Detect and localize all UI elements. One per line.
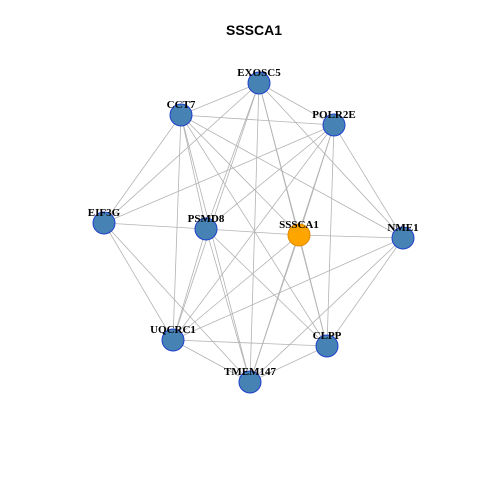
node-label: EXOSC5 [237,67,281,79]
node-cct7: CCT7 [167,99,196,127]
edge-cct7-eif3g [103,114,182,224]
edge-psmd8-clpp [205,228,328,347]
node-circle [92,211,116,235]
node-circle [169,103,193,127]
node-label: CCT7 [167,99,196,111]
node-psmd8: PSMD8 [188,213,225,241]
edge-sssca1-uqcrc1 [172,234,300,341]
node-eif3g: EIF3G [88,207,121,235]
node-sssca1: SSSCA1 [279,219,319,247]
node-circle [287,223,311,247]
node-label: POLR2E [312,109,355,121]
edge-nme1-uqcrc1 [172,237,404,341]
edge-exosc5-psmd8 [205,82,260,230]
edge-clpp-tmem147 [249,345,328,383]
node-circle [322,113,346,137]
node-exosc5: EXOSC5 [237,67,281,95]
edge-exosc5-eif3g [103,82,260,224]
node-label: EIF3G [88,207,121,219]
edge-polr2e-clpp [326,124,335,347]
edge-exosc5-nme1 [258,82,404,239]
edge-cct7-nme1 [180,114,404,239]
edge-sssca1-clpp [298,234,328,347]
edge-eif3g-psmd8 [103,222,207,230]
edge-psmd8-tmem147 [205,228,251,383]
edge-sssca1-tmem147 [249,234,300,383]
node-label: UQCRC1 [150,324,196,336]
edge-cct7-psmd8 [180,114,207,230]
edge-polr2e-nme1 [333,124,404,239]
node-label: PSMD8 [188,213,225,225]
edge-cct7-tmem147 [180,114,251,383]
edge-psmd8-uqcrc1 [172,228,207,341]
node-circle [161,328,185,352]
edge-layer [103,82,404,383]
edge-polr2e-uqcrc1 [172,124,335,341]
node-uqcrc1: UQCRC1 [150,324,196,352]
edge-nme1-clpp [326,237,404,347]
edge-sssca1-nme1 [298,234,404,239]
edge-exosc5-cct7 [180,82,260,116]
edge-polr2e-eif3g [103,124,335,224]
node-circle [391,226,415,250]
edge-cct7-polr2e [180,114,335,126]
edge-exosc5-polr2e [258,82,335,126]
edge-nme1-tmem147 [249,237,404,383]
diagram-title: SSSCA1 [226,22,282,38]
edge-cct7-sssca1 [180,114,300,236]
node-label: CLPP [313,330,342,342]
edge-psmd8-sssca1 [205,228,300,236]
edge-cct7-clpp [180,114,328,347]
node-clpp: CLPP [313,330,342,358]
edge-exosc5-uqcrc1 [172,82,260,341]
node-nme1: NME1 [387,222,419,250]
node-label: TMEM147 [224,366,276,378]
edge-polr2e-psmd8 [205,124,335,230]
node-circle [238,370,262,394]
edge-eif3g-uqcrc1 [103,222,174,341]
edge-uqcrc1-clpp [172,339,328,347]
node-circle [194,217,218,241]
edge-eif3g-tmem147 [103,222,251,383]
node-circle [315,334,339,358]
node-tmem147: TMEM147 [224,366,276,394]
edge-uqcrc1-tmem147 [172,339,251,383]
node-polr2e: POLR2E [312,109,356,137]
node-label: SSSCA1 [279,219,319,231]
node-label: NME1 [387,222,418,234]
node-circle [247,71,271,95]
